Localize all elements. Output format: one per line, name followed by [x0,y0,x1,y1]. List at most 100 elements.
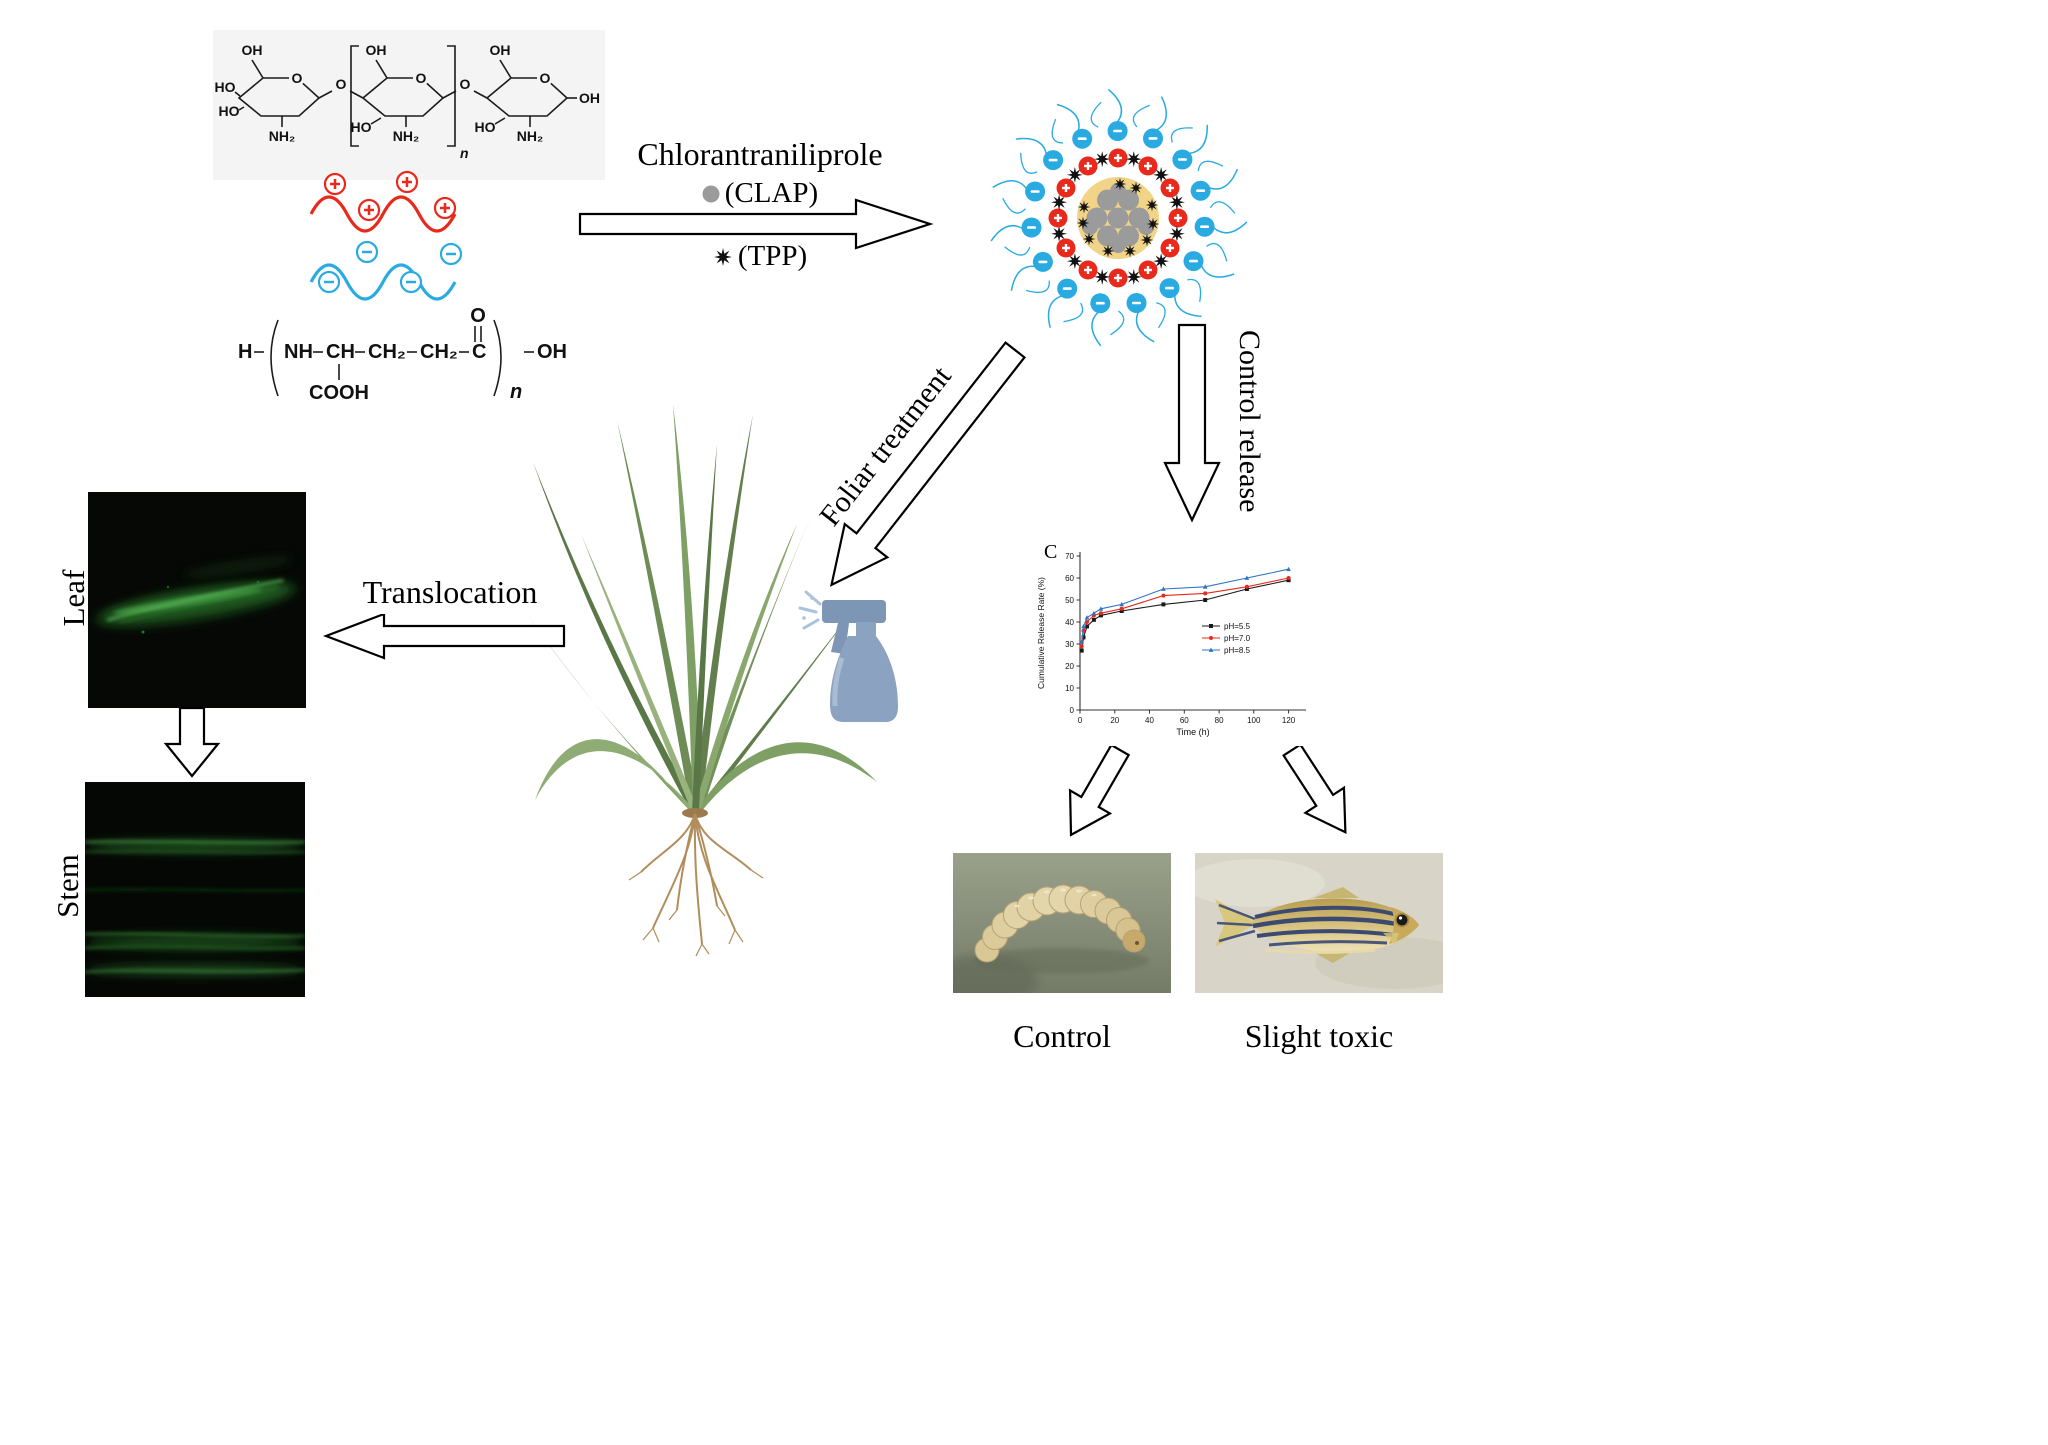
chart-panel-label: C [1044,541,1057,563]
pga-oh: OH [537,341,567,363]
outcome-arrows [1068,746,1347,837]
leaf-to-stem-arrow [163,706,221,778]
svg-text:20: 20 [1110,716,1119,725]
chitosan-bg [213,30,605,180]
fish-photo [1195,853,1443,993]
translocation-arrow [322,614,566,660]
control-label: Control [1013,1018,1111,1054]
reaction-arrow-svg [578,198,934,250]
pga-n: n [510,381,522,403]
control-release-arrow [1163,323,1221,523]
plant-roots [628,813,764,957]
reaction-arrow [578,198,934,250]
fish-eye [1396,914,1408,926]
to-larva-arrow [1068,746,1131,837]
spray-mist-icon [798,590,822,630]
polycation-wave [309,195,457,233]
clap-label: (CLAP) [724,177,819,209]
spray-bottle-icon [798,590,898,722]
chart-ylabel: Cumulative Release Rate (%) [1036,577,1046,689]
svg-text:0: 0 [1078,716,1083,725]
oh-group: OH [242,42,263,58]
nanoparticle-layers [990,88,1248,347]
ring-oxygen: O [416,70,427,86]
clap-particle-icon [702,185,720,203]
stem-label: Stem [50,854,85,918]
oh-group: OH [366,42,387,58]
nh2-group: NH₂ [269,128,295,144]
leaf-micrograph [88,492,306,708]
foliar-treatment-arrow [829,341,1027,587]
ho-group: HO [215,79,236,95]
svg-text:0: 0 [1070,706,1075,715]
svg-text:100: 100 [1247,716,1261,725]
ho-group: HO [219,103,240,119]
oh-group: OH [579,90,600,106]
ho-group: HO [475,119,496,135]
nh2-group: NH₂ [517,128,543,144]
leaf-to-stem-arrow-svg [163,706,221,778]
plant-crown [682,808,708,818]
svg-text:pH=5.5: pH=5.5 [1224,622,1251,631]
control-release-flow: Control release [1163,323,1266,523]
link-oxygen: O [460,76,471,92]
svg-text:20: 20 [1065,662,1074,671]
svg-text:10: 10 [1065,684,1074,693]
pga-c: C [472,341,486,363]
leaf-fluorescence [95,579,297,627]
ring-oxygen: O [540,70,551,86]
svg-text:40: 40 [1145,716,1154,725]
pga-structure: H NH CH CH₂ CH₂ C O n OH COOH [238,306,567,404]
tpp-label: (TPP) [737,240,808,272]
svg-text:50: 50 [1065,596,1074,605]
link-oxygen: O [336,76,347,92]
oh-group: OH [490,42,511,58]
leaf-label: Leaf [56,569,91,627]
polyanion-chain [309,240,463,301]
pga-cooh: COOH [309,382,369,404]
stem-micrograph [85,782,305,997]
svg-text:pH=7.0: pH=7.0 [1224,634,1251,643]
chart-xlabel: Time (h) [1176,727,1209,737]
nh2-group: NH₂ [393,128,419,144]
plant-illustration [527,404,877,957]
svg-text:80: 80 [1215,716,1224,725]
svg-text:30: 30 [1065,640,1074,649]
tpp-particle-icon [713,248,732,267]
svg-text:60: 60 [1180,716,1189,725]
larva-photo [953,853,1171,993]
fish-eye-ring [1394,912,1410,928]
foliar-treatment-flow: Foliar treatment [813,341,1027,587]
svg-text:pH=8.5: pH=8.5 [1224,646,1251,655]
svg-text:70: 70 [1065,552,1074,561]
plant-leaves [527,404,877,812]
zebrafish [1215,887,1419,963]
chart-bg [1030,532,1320,760]
polyanion-wave [309,263,457,301]
negative-charge-icons [317,240,463,294]
svg-text:120: 120 [1282,716,1296,725]
clap-legend: (CLAP) [600,177,920,210]
chitosan-structure: O O O O O OH OH OH NH₂ NH₂ NH₂ HO HO HO … [213,30,605,180]
ring-oxygen: O [292,70,303,86]
to-fish-arrow [1282,746,1347,834]
nanoparticle-illustration [990,88,1248,347]
pga-nh: NH [284,341,313,363]
slight-toxic-label: Slight toxic [1244,1018,1394,1054]
pga-ch: CH [326,341,355,363]
ho-group: HO [351,119,372,135]
stem-fluorescence [87,840,303,975]
pga-ch2: CH₂ [368,341,406,363]
repeat-subscript: n [460,145,469,161]
positive-charge-icons [323,170,457,222]
pga-carbonyl-o: O [470,306,486,327]
svg-text:40: 40 [1065,618,1074,627]
larva-body [974,884,1146,963]
translocation-arrow-svg [322,614,566,660]
polycation-chain [309,170,457,233]
tpp-legend: (TPP) [600,240,920,273]
larva-markings [1014,888,1097,908]
